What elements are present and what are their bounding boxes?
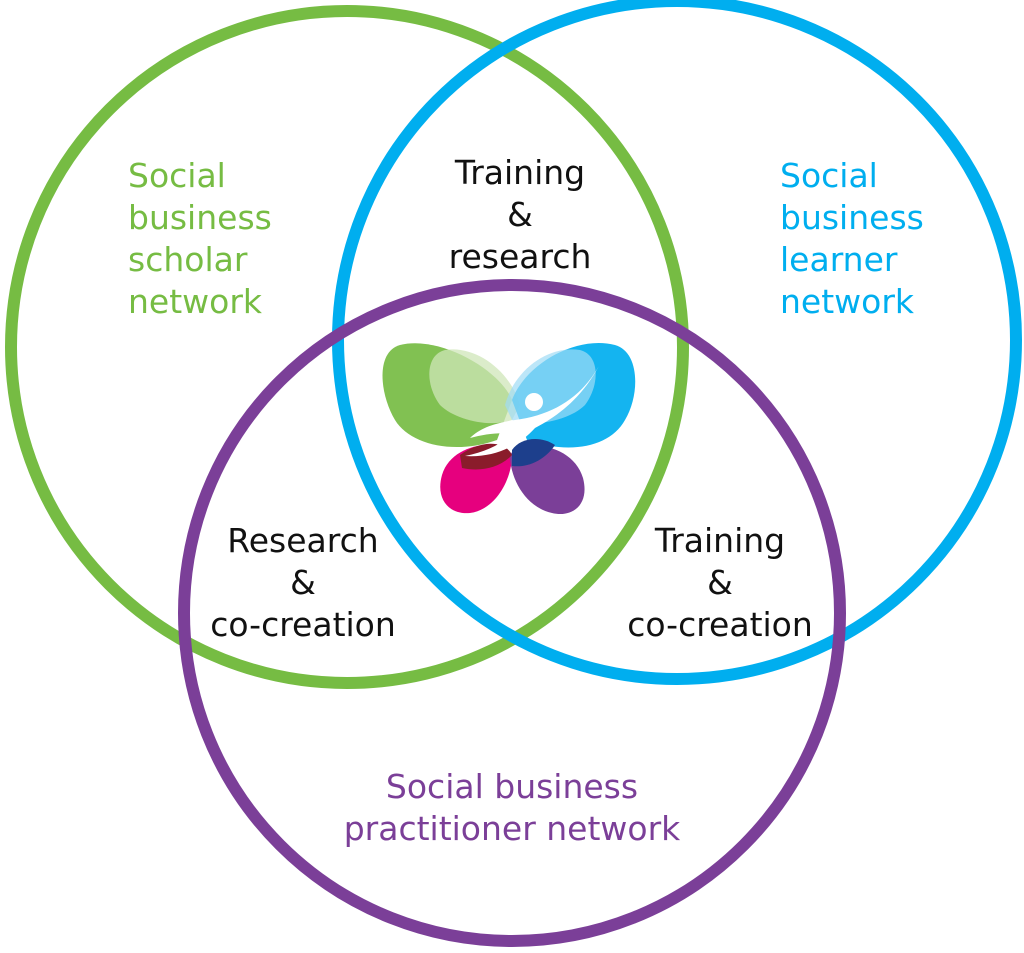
practitioner-circle — [178, 279, 846, 947]
scholar-line-1: Social — [128, 156, 226, 195]
overlap-research-cocreation-label: Research & co-creation — [210, 520, 396, 646]
scholar-circle — [5, 5, 689, 689]
overlap-tc-line-1: Training — [654, 521, 786, 560]
overlap-tc-line-3: co-creation — [627, 605, 813, 644]
scholar-line-3: scholar — [128, 240, 248, 279]
overlap-tc-line-2: & — [707, 563, 733, 602]
learner-line-2: business — [780, 198, 924, 237]
petal-green-light-icon — [429, 349, 520, 424]
practitioner-line-1: Social business — [385, 767, 639, 806]
overlap-tr-line-1: Training — [454, 153, 586, 192]
petal-dark-blue-icon — [512, 438, 555, 467]
overlap-rc-line-1: Research — [227, 521, 379, 560]
scholar-line-2: business — [128, 198, 272, 237]
overlap-tr-line-2: & — [507, 195, 533, 234]
butterfly-person-icon — [382, 343, 636, 515]
learner-network-label: Social business learner network — [780, 155, 924, 323]
learner-line-1: Social — [780, 156, 878, 195]
person-figure-icon — [465, 360, 602, 457]
scholar-network-label: Social business scholar network — [128, 155, 272, 323]
overlap-training-cocreation-label: Training & co-creation — [627, 520, 813, 646]
learner-line-3: learner — [780, 240, 898, 279]
practitioner-network-label: Social business practitioner network — [344, 766, 681, 850]
overlap-training-research-label: Training & research — [449, 152, 592, 278]
scholar-line-4: network — [128, 282, 263, 321]
overlap-rc-line-3: co-creation — [210, 605, 396, 644]
practitioner-line-2: practitioner network — [343, 809, 681, 848]
overlap-tr-line-3: research — [448, 237, 592, 276]
person-head-icon — [525, 393, 543, 411]
overlap-rc-line-2: & — [290, 563, 316, 602]
learner-line-4: network — [780, 282, 915, 321]
